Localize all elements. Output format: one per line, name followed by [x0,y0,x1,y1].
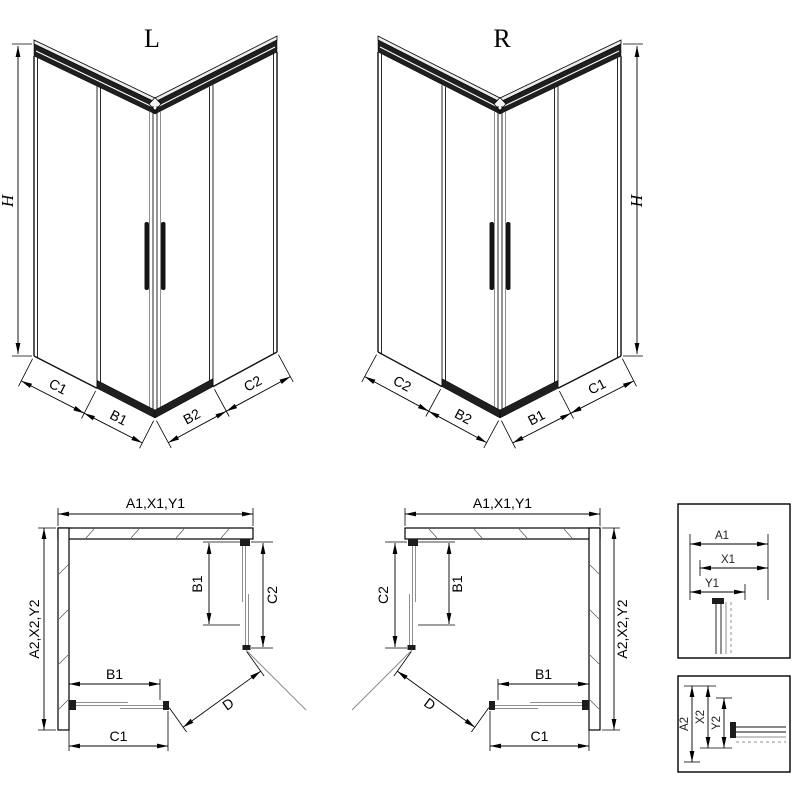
dim-label-b2: B2 [452,405,475,427]
dim-label-d-entry: D [421,695,439,714]
dim-label-b1: B1 [525,406,548,428]
dim-label-c1-bottom: C1 [531,728,549,744]
dim-label-a2x2y2: A2,X2,Y2 [26,599,42,658]
detail-label-x2: X2 [695,710,707,724]
view-plan-left: A1,X1,Y1 A2,X2,Y2 B1 C2 B1 C1 D [26,495,306,751]
dim-label-d-entry: D [219,695,237,714]
dim-label-h-right: H [627,193,646,208]
dim-label-b2: B2 [180,405,203,427]
view-3d-left: L H C1 B1 B2 C2 [0,24,293,448]
dim-label-c2-side: C2 [375,586,391,604]
dim-label-c1: C1 [585,375,608,397]
dim-label-c1: C1 [47,375,70,397]
dim-label-c2-side: C2 [264,586,280,604]
dim-label-c1-bottom: C1 [110,728,128,744]
detail-label-a1: A1 [715,530,729,542]
view-label-l: L [144,24,160,53]
detail-label-a2: A2 [679,717,691,731]
dim-label-a1x1y1: A1,X1,Y1 [473,495,532,511]
view-plan-right: A1,X1,Y1 A2,X2,Y2 C2 B1 B1 C1 D [352,495,630,751]
dim-label-b1: B1 [107,406,130,428]
detail-box-depth: A2 X2 Y2 [677,675,791,773]
dim-label-c2: C2 [241,372,265,395]
plan-left-geometry [38,508,306,751]
profile-section-horizontal [730,722,786,743]
profile-section-vertical [712,598,732,654]
dim-label-b1-side: B1 [449,575,465,592]
view-3d-right: R H C2 B2 B1 C1 [362,24,646,448]
detail-box-width: A1 X1 Y1 [677,503,791,659]
detail-label-y1: Y1 [705,578,719,590]
dim-label-b1-side: B1 [189,575,205,592]
dim-label-b1-bottom: B1 [106,666,123,682]
detail-label-x1: X1 [721,554,735,566]
dim-label-c2: C2 [391,372,415,395]
detail-label-y2: Y2 [711,716,723,730]
view-label-r: R [493,24,511,53]
dim-label-b1-bottom: B1 [535,666,552,682]
plan-right-geometry [352,508,620,751]
dim-label-a2x2y2: A2,X2,Y2 [614,599,630,658]
dim-label-h-left: H [0,193,17,208]
dim-label-a1x1y1: A1,X1,Y1 [126,495,185,511]
